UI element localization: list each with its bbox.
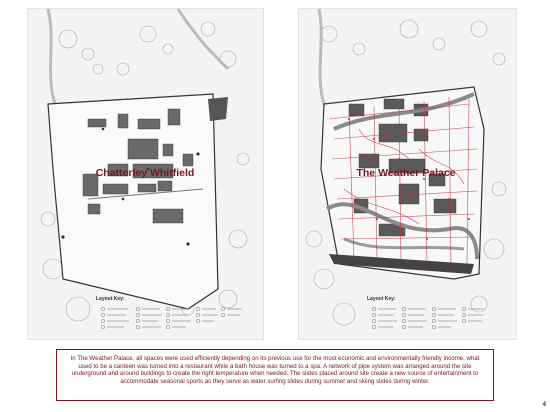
layout-key-title: Layout Key: xyxy=(96,296,125,302)
right-plan-drawing xyxy=(305,9,507,330)
description-box: In The Weather Palace, all spaces were u… xyxy=(56,349,494,401)
description-text: In The Weather Palace, all spaces were u… xyxy=(70,355,480,385)
right-plan-title: The Weather Palace xyxy=(356,167,456,179)
page-number: 4 xyxy=(542,402,546,408)
left-plan-title: Chatterley Whitfield xyxy=(95,167,195,179)
left-plan-drawing xyxy=(40,9,250,330)
chatterley-whitfield-site-plan: Layout Key: xyxy=(27,8,264,340)
weather-palace-site-plan: Layout Key: xyxy=(298,8,517,340)
layout-key-title: Layout Key: xyxy=(367,296,396,302)
